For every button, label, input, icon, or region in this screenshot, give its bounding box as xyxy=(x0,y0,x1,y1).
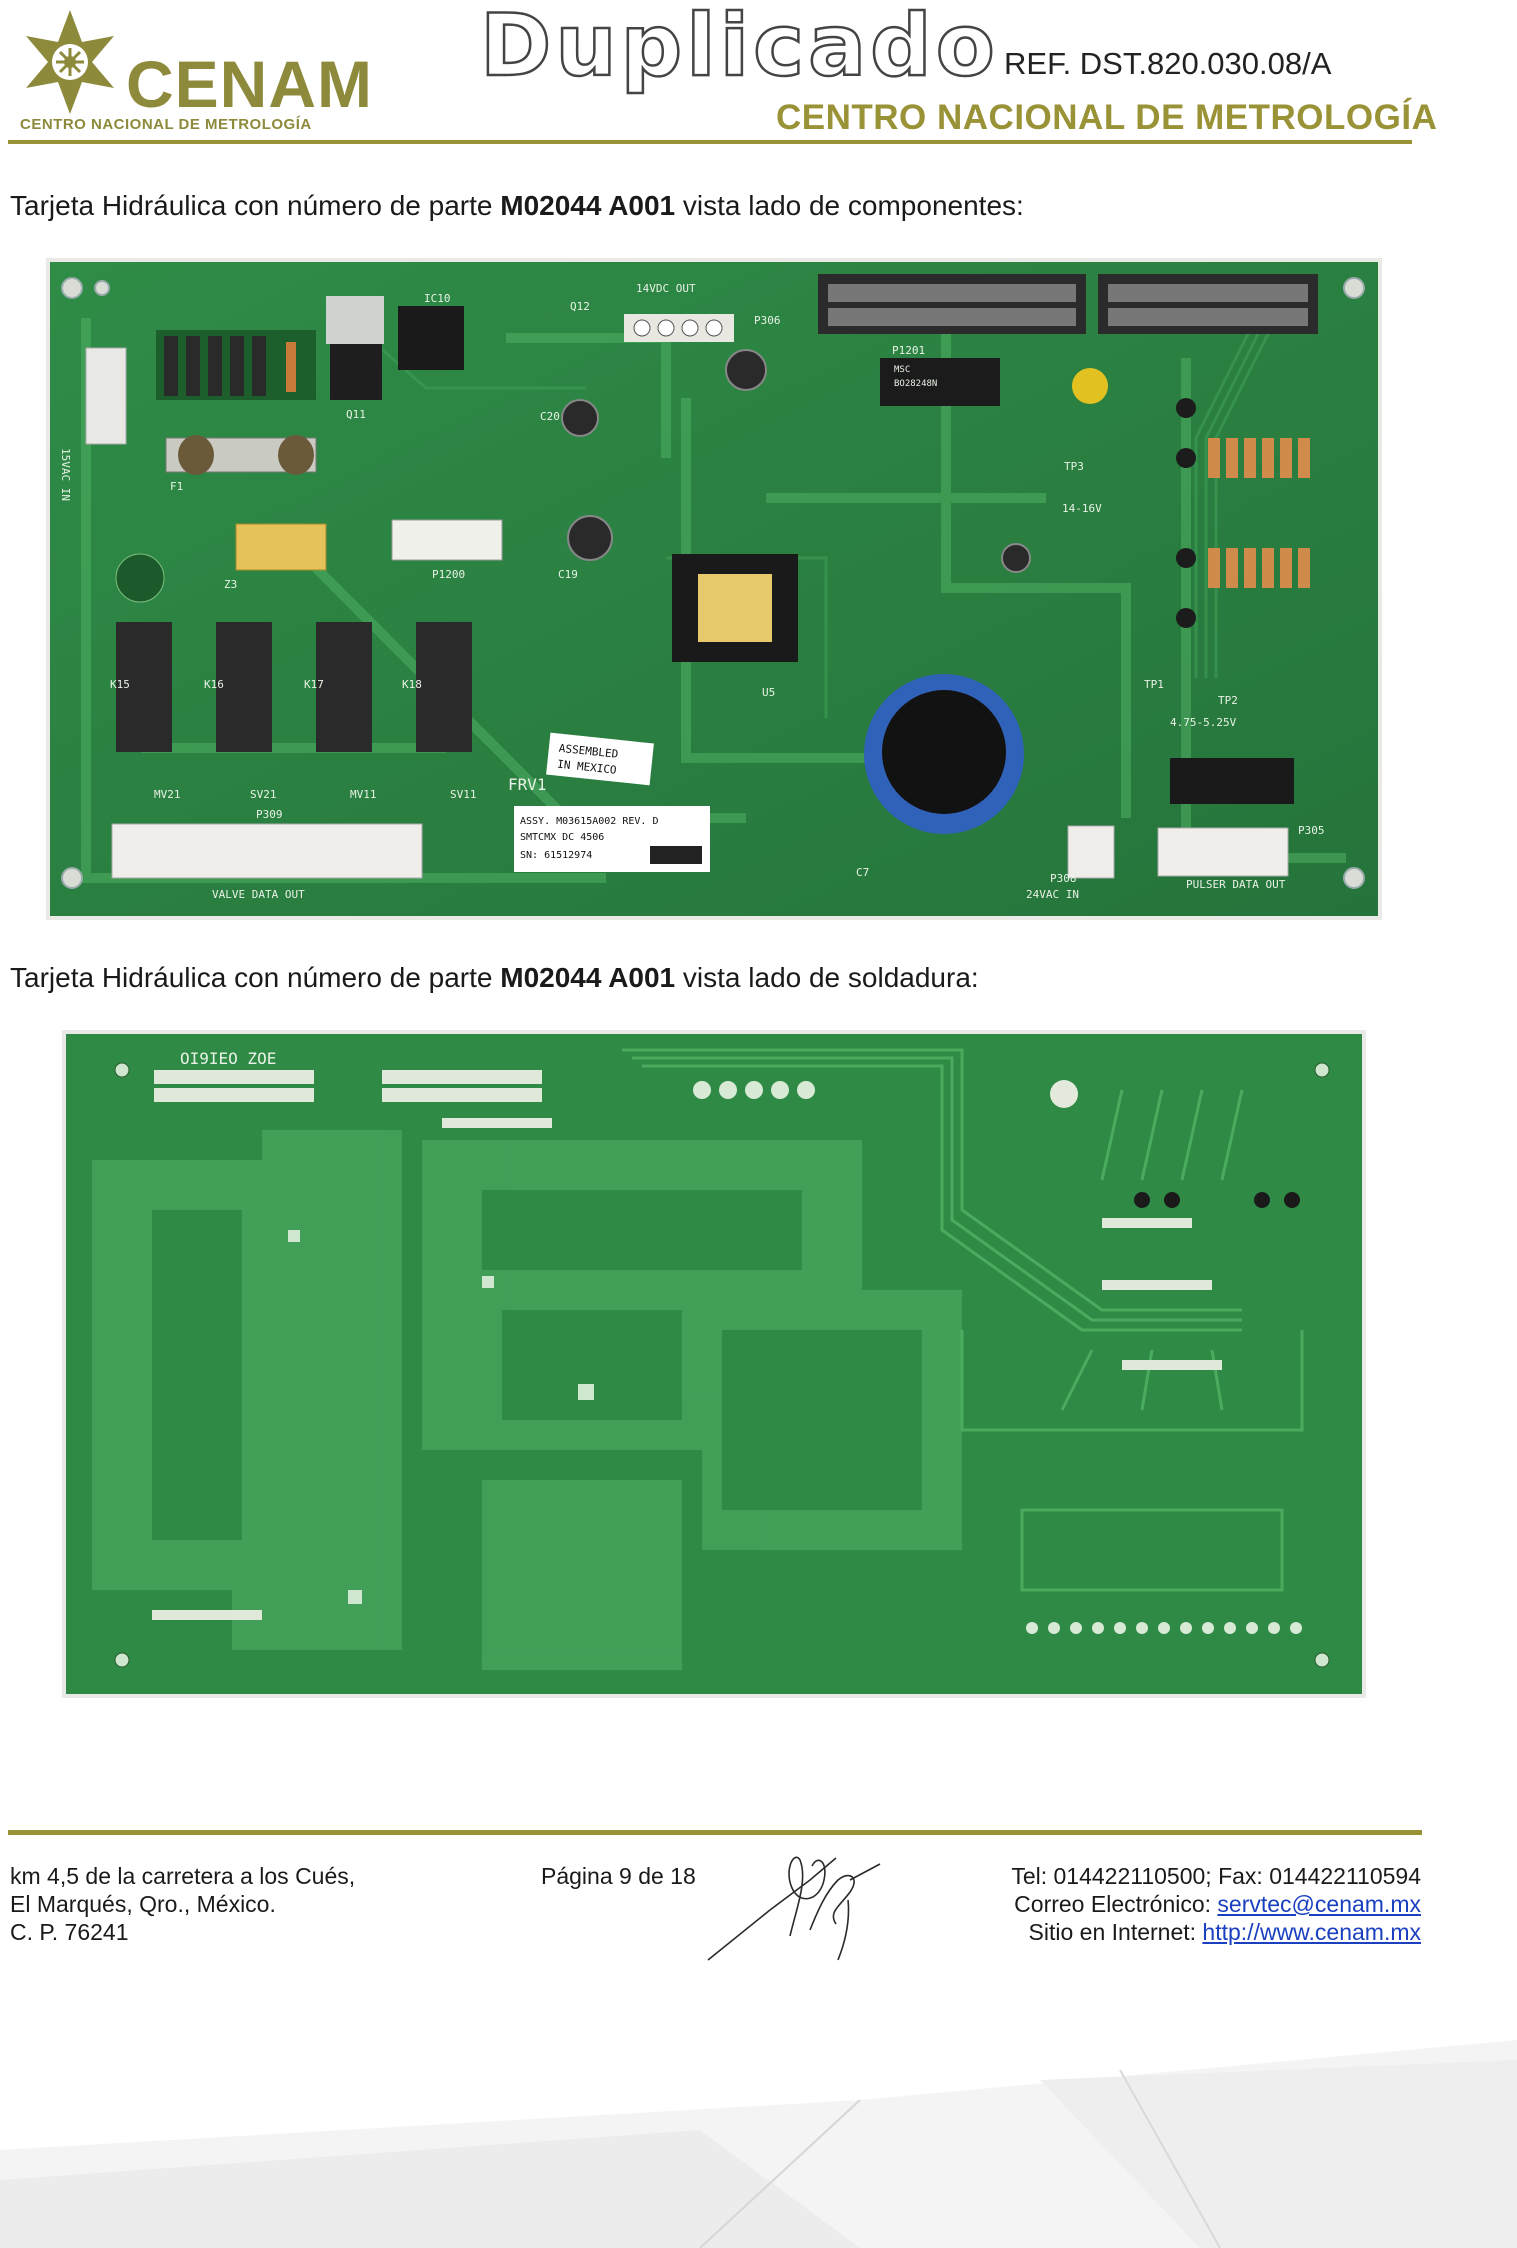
pcb-component-side-image: 14VDC OUT P306 P1201 IC10 Q12 Q11 F1 Z3 … xyxy=(50,262,1378,916)
signature-icon xyxy=(707,1856,881,1961)
label-c19: C19 xyxy=(558,568,578,581)
caption-prefix: Tarjeta Hidráulica con número de parte xyxy=(10,962,501,993)
address-line: km 4,5 de la carretera a los Cués, xyxy=(10,1863,356,1889)
part-number: M02044 A001 xyxy=(500,962,676,993)
label-z3: Z3 xyxy=(224,578,237,591)
sticker-in-mexico: IN MEXICO xyxy=(557,758,618,777)
header-divider xyxy=(8,140,1412,144)
label-frv1: FRV1 xyxy=(508,775,547,794)
pcb-photo-solder-side: OI9IEO ZOE xyxy=(62,1030,1366,1698)
caption-solder-side: Tarjeta Hidráulica con número de parte M… xyxy=(10,962,979,994)
page-number: Página 9 de 18 xyxy=(541,1863,696,1889)
label-valve-data-out: VALVE DATA OUT xyxy=(212,888,305,901)
label-p1200: P1200 xyxy=(432,568,465,581)
solder-side-code: OI9IEO ZOE xyxy=(180,1049,276,1068)
label-f1: F1 xyxy=(170,480,183,493)
caption-suffix: vista lado de soldadura: xyxy=(675,962,979,993)
duplicado-stamp: Duplicado xyxy=(479,0,999,97)
label-14vdc-out: 14VDC OUT xyxy=(636,282,696,295)
email-link[interactable]: servtec@cenam.mx xyxy=(1217,1891,1421,1917)
footer-divider xyxy=(8,1830,1422,1835)
label-mv11: MV11 xyxy=(350,788,377,801)
label-tp2: TP2 xyxy=(1218,694,1238,707)
chip-code: BO28248N xyxy=(894,379,937,389)
logo-wordmark: CENAM xyxy=(126,47,373,121)
label-14-16v: 14-16V xyxy=(1062,502,1102,515)
chip-manufacturer: MSC xyxy=(894,365,910,375)
email-label: Correo Electrónico: xyxy=(1014,1891,1218,1917)
cenam-logo: CENAM CENTRO NACIONAL DE METROLOGÍA xyxy=(14,6,372,136)
label-k17: K17 xyxy=(304,678,324,691)
label-k16: K16 xyxy=(204,678,224,691)
contact-email-line: Correo Electrónico: servtec@cenam.mx xyxy=(1011,1890,1421,1918)
address-line: El Marqués, Qro., México. xyxy=(10,1891,276,1917)
label-sv11: SV11 xyxy=(450,788,477,801)
label-p308: P308 xyxy=(1050,872,1077,885)
label-sv21: SV21 xyxy=(250,788,277,801)
label-15vac-in: 15VAC IN xyxy=(59,448,72,501)
institution-name: CENTRO NACIONAL DE METROLOGÍA xyxy=(776,98,1438,137)
address-line: C. P. 76241 xyxy=(10,1919,129,1945)
label-4-75-5-25v: 4.75-5.25V xyxy=(1170,716,1237,729)
caption-suffix: vista lado de componentes: xyxy=(675,190,1024,221)
sticker-assy: ASSY. M03615A002 REV. D xyxy=(520,816,658,827)
label-c20: C20 xyxy=(540,410,560,423)
part-number: M02044 A001 xyxy=(500,190,676,221)
caption-components-side: Tarjeta Hidráulica con número de parte M… xyxy=(10,190,1024,222)
label-p309: P309 xyxy=(256,808,283,821)
contact-phone: Tel: 014422110500; Fax: 014422110594 xyxy=(1011,1863,1421,1889)
document-reference: REF. DST.820.030.08/A xyxy=(1004,46,1332,81)
cenam-emblem-icon xyxy=(26,10,114,114)
footer-address: km 4,5 de la carretera a los Cués, El Ma… xyxy=(10,1862,355,1946)
web-label: Sitio en Internet: xyxy=(1028,1919,1203,1945)
sticker-smtcmx: SMTCMX DC 4506 xyxy=(520,832,604,843)
label-k18: K18 xyxy=(402,678,422,691)
label-p305: P305 xyxy=(1298,824,1325,837)
label-tp1: TP1 xyxy=(1144,678,1164,691)
sticker-assembled: ASSEMBLED xyxy=(558,742,619,761)
website-link[interactable]: http://www.cenam.mx xyxy=(1202,1919,1421,1945)
label-c7: C7 xyxy=(856,866,869,879)
label-k15: K15 xyxy=(110,678,130,691)
label-mv21: MV21 xyxy=(154,788,181,801)
label-ic10: IC10 xyxy=(424,292,451,305)
sticker-serial: SN: 61512974 xyxy=(520,850,592,861)
label-u5: U5 xyxy=(762,686,775,699)
contact-web-line: Sitio en Internet: http://www.cenam.mx xyxy=(1011,1918,1421,1946)
label-24vac-in: 24VAC IN xyxy=(1026,888,1079,901)
label-p306: P306 xyxy=(754,314,781,327)
label-tp3: TP3 xyxy=(1064,460,1084,473)
logo-subtitle: CENTRO NACIONAL DE METROLOGÍA xyxy=(20,116,312,133)
label-pulser-data-out: PULSER DATA OUT xyxy=(1186,878,1286,891)
label-p1201: P1201 xyxy=(892,344,925,357)
pcb-solder-side-image: OI9IEO ZOE xyxy=(66,1034,1362,1694)
label-q11: Q11 xyxy=(346,408,366,421)
pcb-photo-component-side: 14VDC OUT P306 P1201 IC10 Q12 Q11 F1 Z3 … xyxy=(46,258,1382,920)
label-q12: Q12 xyxy=(570,300,590,313)
page-fold-shadow xyxy=(0,2040,1517,2248)
footer-contact: Tel: 014422110500; Fax: 014422110594 Cor… xyxy=(1011,1862,1421,1946)
caption-prefix: Tarjeta Hidráulica con número de parte xyxy=(10,190,501,221)
